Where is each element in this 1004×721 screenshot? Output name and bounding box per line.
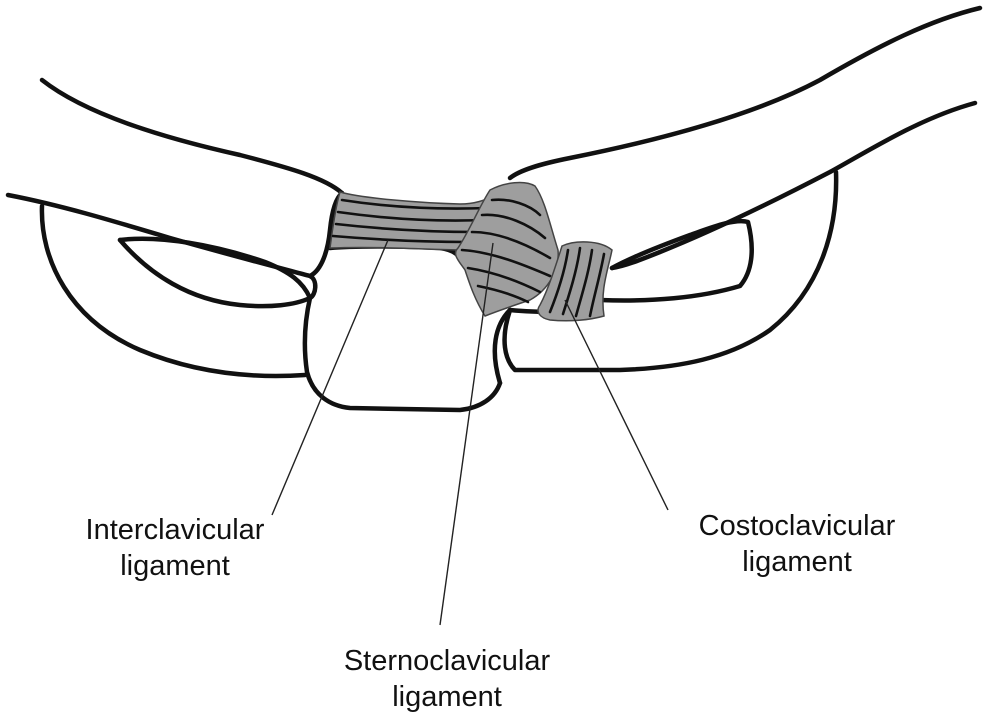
costoclavicular-label-line1: Costoclavicular bbox=[698, 510, 896, 542]
sternoclavicular-ligament bbox=[454, 181, 559, 317]
sternoclavicular-leader bbox=[439, 242, 494, 626]
costoclavicular-ligament-label: Costoclavicular ligament bbox=[672, 508, 922, 580]
interclavicular-ligament bbox=[329, 191, 498, 251]
interclavicular-label-line1: Interclavicular bbox=[85, 514, 265, 546]
interclavicular-ligament-label: Interclavicular ligament bbox=[60, 512, 290, 584]
sternoclavicular-label-line2: ligament bbox=[392, 681, 502, 713]
leader-lines bbox=[271, 239, 669, 626]
left-first-rib bbox=[39, 203, 313, 379]
costoclavicular-ligament bbox=[537, 241, 613, 322]
interclavicular-label-line2: ligament bbox=[120, 550, 230, 582]
sternoclavicular-ligament-label: Sternoclavicular ligament bbox=[312, 643, 582, 715]
sternoclavicular-label-line1: Sternoclavicular bbox=[343, 645, 551, 677]
left-clavicle bbox=[5, 77, 345, 279]
right-clavicle bbox=[507, 5, 983, 271]
costoclavicular-label-line2: ligament bbox=[742, 546, 852, 578]
costoclavicular-leader bbox=[564, 299, 669, 511]
interclavicular-leader bbox=[271, 239, 389, 516]
